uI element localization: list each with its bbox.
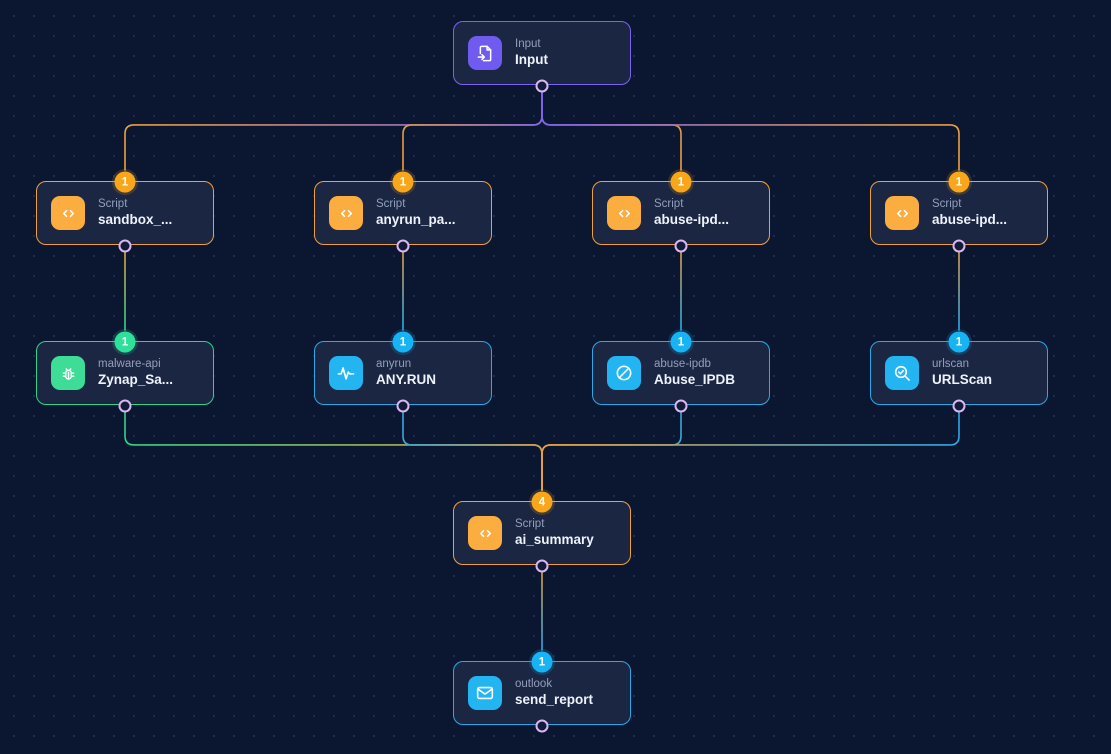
code-brackets-icon — [329, 196, 363, 230]
node-output-port[interactable] — [118, 399, 132, 413]
workflow-node-ai_summary[interactable]: Script ai_summary 4 — [453, 491, 631, 573]
bug-icon — [51, 356, 85, 390]
node-text-block: Script sandbox_... — [98, 198, 172, 228]
node-output-port[interactable] — [396, 399, 410, 413]
node-output-port[interactable] — [952, 239, 966, 253]
node-connection-badge[interactable]: 1 — [114, 171, 136, 193]
edge-input-to-abuse_ipd_2 — [541, 84, 960, 171]
node-subtitle: anyrun — [376, 358, 412, 370]
code-brackets-icon — [607, 196, 641, 230]
node-output-port[interactable] — [118, 239, 132, 253]
document-import-icon — [468, 36, 502, 70]
node-connection-badge[interactable]: 1 — [670, 331, 692, 353]
node-text-block: outlook send_report — [515, 678, 593, 708]
node-title: ANY.RUN — [376, 372, 437, 387]
ban-circle-icon — [607, 356, 641, 390]
node-subtitle: Input — [515, 38, 541, 50]
node-connection-badge[interactable]: 1 — [670, 171, 692, 193]
node-subtitle: Script — [932, 198, 962, 210]
node-title: send_report — [515, 692, 594, 707]
node-subtitle: Script — [515, 518, 545, 530]
envelope-icon — [468, 676, 502, 710]
node-title: Abuse_IPDB — [654, 372, 736, 387]
node-subtitle: urlscan — [932, 358, 970, 370]
workflow-node-sandbox[interactable]: Script sandbox_... 1 — [36, 171, 214, 253]
node-connection-badge[interactable]: 4 — [531, 491, 553, 513]
node-title: Input — [515, 52, 548, 67]
node-subtitle: abuse-ipdb — [654, 358, 711, 370]
code-brackets-icon — [51, 196, 85, 230]
node-connection-badge[interactable]: 1 — [948, 331, 970, 353]
node-subtitle: Script — [376, 198, 406, 210]
activity-pulse-icon — [329, 356, 363, 390]
node-output-port[interactable] — [396, 239, 410, 253]
node-connection-badge[interactable]: 1 — [114, 331, 136, 353]
code-brackets-icon — [885, 196, 919, 230]
node-text-block: Script anyrun_pa... — [376, 198, 456, 228]
node-text-block: Script ai_summary — [515, 518, 594, 548]
node-subtitle: malware-api — [98, 358, 161, 370]
workflow-node-anyrun_pa[interactable]: Script anyrun_pa... 1 — [314, 171, 492, 253]
node-title: abuse-ipd... — [654, 212, 730, 227]
node-output-port[interactable] — [674, 399, 688, 413]
edge-urlscan-to-ai_summary — [541, 404, 960, 491]
node-title: abuse-ipd... — [932, 212, 1008, 227]
node-output-port[interactable] — [952, 399, 966, 413]
node-output-port[interactable] — [535, 559, 549, 573]
node-connection-badge[interactable]: 1 — [531, 651, 553, 673]
node-title: anyrun_pa... — [376, 212, 456, 227]
edge-input-to-sandbox — [124, 84, 543, 171]
node-text-block: Script abuse-ipd... — [654, 198, 729, 228]
edge-input-to-anyrun_pa — [402, 84, 543, 171]
edge-zynap-to-ai_summary — [124, 404, 543, 491]
edge-anyrun-to-ai_summary — [402, 404, 543, 491]
node-subtitle: outlook — [515, 678, 553, 690]
node-subtitle: Script — [98, 198, 128, 210]
node-text-block: Script abuse-ipd... — [932, 198, 1007, 228]
node-output-port[interactable] — [674, 239, 688, 253]
node-title: Zynap_Sa... — [98, 372, 174, 387]
workflow-node-send_report[interactable]: outlook send_report 1 — [453, 651, 631, 733]
node-title: ai_summary — [515, 532, 594, 547]
workflow-node-abuse_ipd_1[interactable]: Script abuse-ipd... 1 — [592, 171, 770, 253]
node-output-port[interactable] — [535, 719, 549, 733]
node-subtitle: Script — [654, 198, 684, 210]
search-check-icon — [885, 356, 919, 390]
edge-input-to-abuse_ipd_1 — [541, 84, 682, 171]
node-connection-badge[interactable]: 1 — [392, 331, 414, 353]
node-title: sandbox_... — [98, 212, 173, 227]
code-brackets-icon — [468, 516, 502, 550]
node-title: URLScan — [932, 372, 993, 387]
edge-abuse_ipdb-to-ai_summary — [541, 404, 682, 491]
node-connection-badge[interactable]: 1 — [948, 171, 970, 193]
node-connection-badge[interactable]: 1 — [392, 171, 414, 193]
node-output-port[interactable] — [535, 79, 549, 93]
workflow-node-abuse_ipd_2[interactable]: Script abuse-ipd... 1 — [870, 171, 1048, 253]
